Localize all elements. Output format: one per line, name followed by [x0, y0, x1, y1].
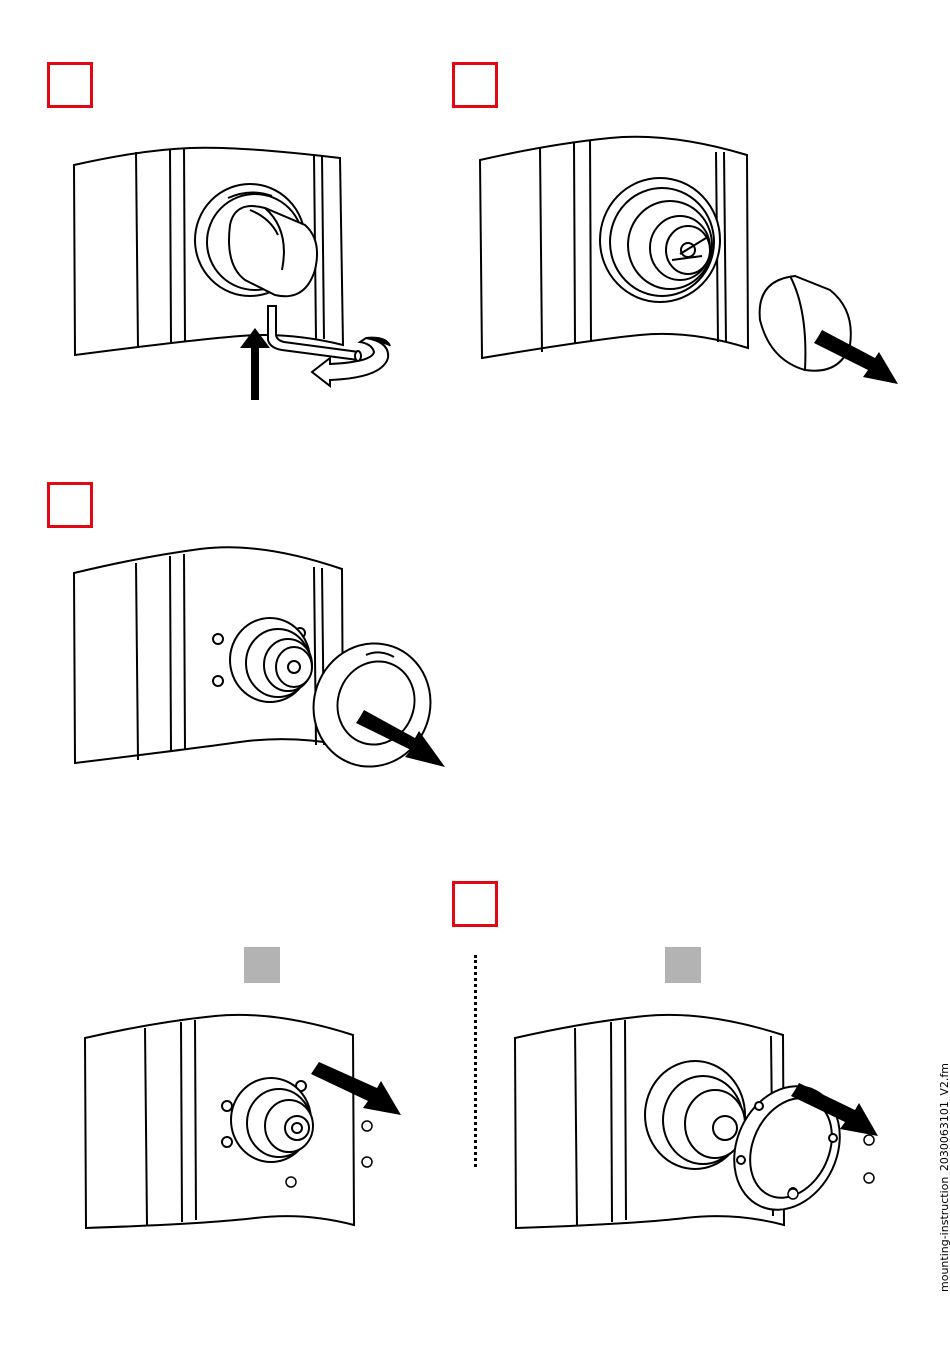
- cartridge-assembly: [600, 178, 720, 302]
- illustration-step-4a: [75, 1010, 435, 1250]
- variant-box-a: [244, 947, 280, 983]
- step-number-box-3: [47, 482, 93, 528]
- variant-divider: [474, 955, 477, 1167]
- push-up-arrow: [240, 328, 270, 400]
- illustration-step-4b: [505, 1010, 905, 1250]
- step-number-box-4: [452, 881, 498, 927]
- step-number-box-1: [47, 62, 93, 108]
- variant-box-b: [665, 947, 701, 983]
- illustration-step-1: [60, 130, 460, 490]
- illustration-step-3: [60, 545, 480, 795]
- rotation-arrow-icon: [312, 338, 390, 386]
- illustration-step-2: [470, 130, 910, 400]
- step-number-box-2: [452, 62, 498, 108]
- document-filename: mounting-instruction_2030063101_V2.fm: [938, 1063, 950, 1292]
- valve-body: [645, 1061, 745, 1169]
- handle-removed: [760, 276, 851, 371]
